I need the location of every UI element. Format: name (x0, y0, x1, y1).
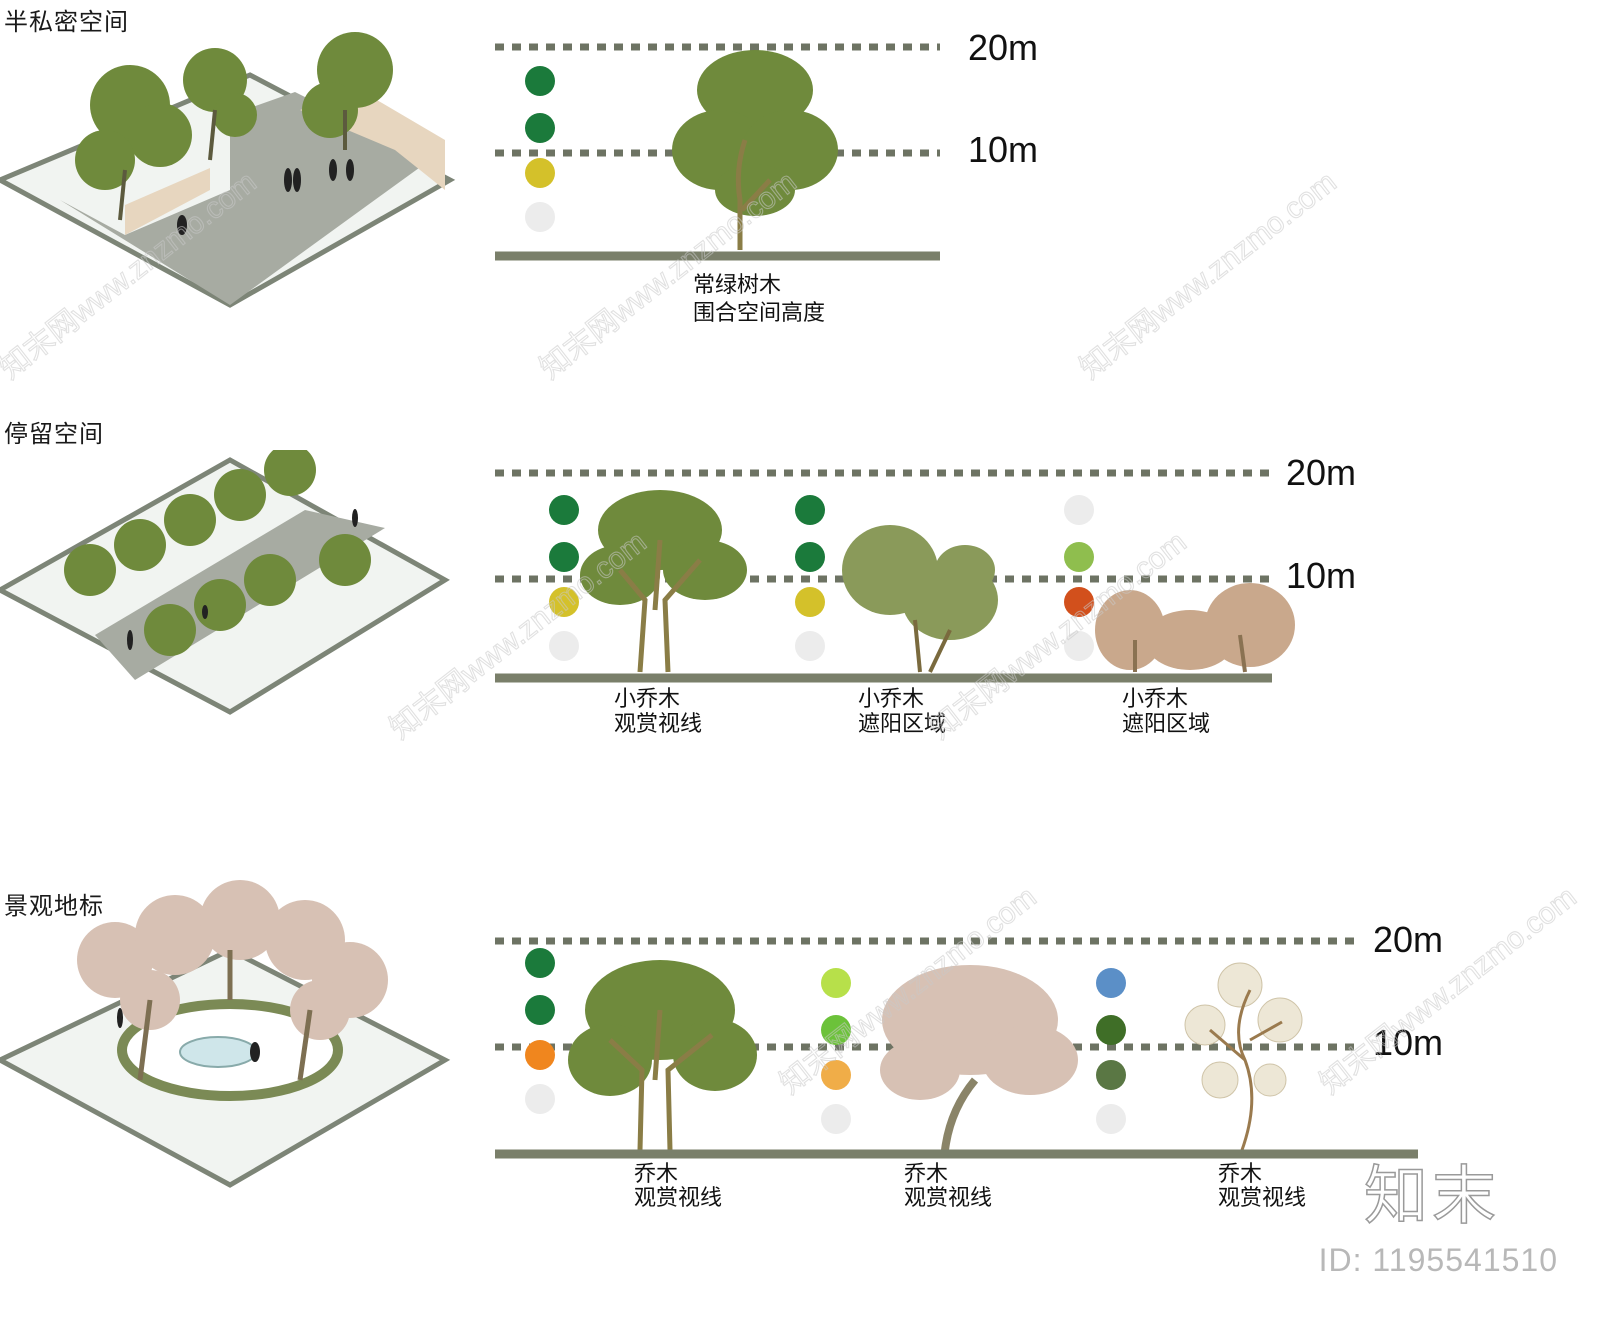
people-figures (177, 159, 354, 235)
elevation-chart: 20m 10m 小乔木 观赏视线 小乔木 遮阳区域 (495, 452, 1356, 737)
level-label-20m: 20m (1286, 452, 1356, 493)
plant-label-line1: 小乔木 (1122, 687, 1188, 712)
color-dot (821, 1060, 851, 1090)
color-dots-1 (549, 495, 579, 661)
iso-landmark-illustration (0, 880, 451, 1188)
plant-label-line2: 观赏视线 (904, 1186, 992, 1211)
section-semi-private: 半私密空间 20m 10m (0, 0, 1600, 380)
plant-label-line2: 遮阳区域 (1122, 712, 1210, 737)
tree-small-2 (842, 525, 998, 673)
color-dot (1064, 495, 1094, 525)
blossom-canopy (77, 880, 388, 1040)
plant-label-line1: 乔木 (634, 1162, 678, 1187)
color-dots-2 (821, 968, 851, 1134)
color-dot (549, 542, 579, 572)
tree-row-front (144, 534, 371, 656)
tree-small-3 (1095, 583, 1295, 673)
color-dots-1 (525, 948, 555, 1114)
color-dot (525, 995, 555, 1025)
color-dot (525, 202, 555, 232)
color-dot (549, 495, 579, 525)
tree-large-2 (880, 965, 1078, 1151)
color-dot (1064, 542, 1094, 572)
plant-label-line1: 常绿树木 (693, 273, 781, 298)
iso-plaza-illustration (0, 32, 456, 308)
tree-large-3 (1184, 962, 1303, 1151)
plant-label-line2: 观赏视线 (634, 1186, 722, 1211)
level-label-10m: 10m (1286, 555, 1356, 596)
tree-row-back (64, 450, 316, 596)
tree-cluster (75, 32, 393, 190)
color-dot (821, 1104, 851, 1134)
color-dot (1064, 587, 1094, 617)
section-title: 停留空间 (4, 420, 104, 448)
color-dot (1064, 631, 1094, 661)
plant-label-line2: 遮阳区域 (858, 712, 946, 737)
color-dot (1096, 968, 1126, 998)
plant-label-line2: 观赏视线 (614, 712, 702, 737)
tree-small-1 (580, 490, 747, 673)
plant-label-line2: 观赏视线 (1218, 1186, 1306, 1211)
section-title: 景观地标 (4, 892, 104, 920)
level-label-10m: 10m (1373, 1022, 1443, 1063)
color-dot (821, 968, 851, 998)
plant-label-line1: 乔木 (1218, 1162, 1262, 1187)
color-dot (525, 66, 555, 96)
elevation-chart: 20m 10m 常绿树木 围合空间高度 (495, 27, 1038, 326)
section-stay-space: 停留空间 20m 10m (0, 420, 1356, 737)
plant-label-line1: 小乔木 (614, 687, 680, 712)
people-figures (117, 1008, 260, 1062)
color-dot (795, 542, 825, 572)
color-dot (525, 1040, 555, 1070)
color-dot (795, 631, 825, 661)
brand-logo: 知末 (1363, 1159, 1500, 1235)
color-dot (525, 113, 555, 143)
color-dot (795, 495, 825, 525)
color-dot (821, 1015, 851, 1045)
plant-label-line1: 小乔木 (858, 687, 924, 712)
people-figures (127, 509, 358, 650)
color-dots-3 (1096, 968, 1126, 1134)
color-dot (549, 587, 579, 617)
color-dots-1 (525, 66, 555, 232)
level-label-20m: 20m (1373, 919, 1443, 960)
section-title: 半私密空间 (4, 8, 129, 36)
color-dot (525, 158, 555, 188)
level-label-10m: 10m (968, 129, 1038, 170)
color-dots-2 (795, 495, 825, 661)
color-dots-3 (1064, 495, 1094, 661)
color-dot (1096, 1104, 1126, 1134)
iso-corridor-illustration (0, 450, 450, 715)
tree-evergreen (672, 50, 838, 250)
color-dot (1096, 1060, 1126, 1090)
level-label-20m: 20m (968, 27, 1038, 68)
color-dot (525, 948, 555, 978)
color-dot (525, 1084, 555, 1114)
plant-label-line1: 乔木 (904, 1162, 948, 1187)
brand-id: ID: 1195541510 (1318, 1242, 1558, 1278)
color-dot (549, 631, 579, 661)
plant-label-line2: 围合空间高度 (693, 301, 825, 326)
color-dot (795, 587, 825, 617)
color-dot (1096, 1015, 1126, 1045)
tree-large-1 (568, 960, 757, 1151)
